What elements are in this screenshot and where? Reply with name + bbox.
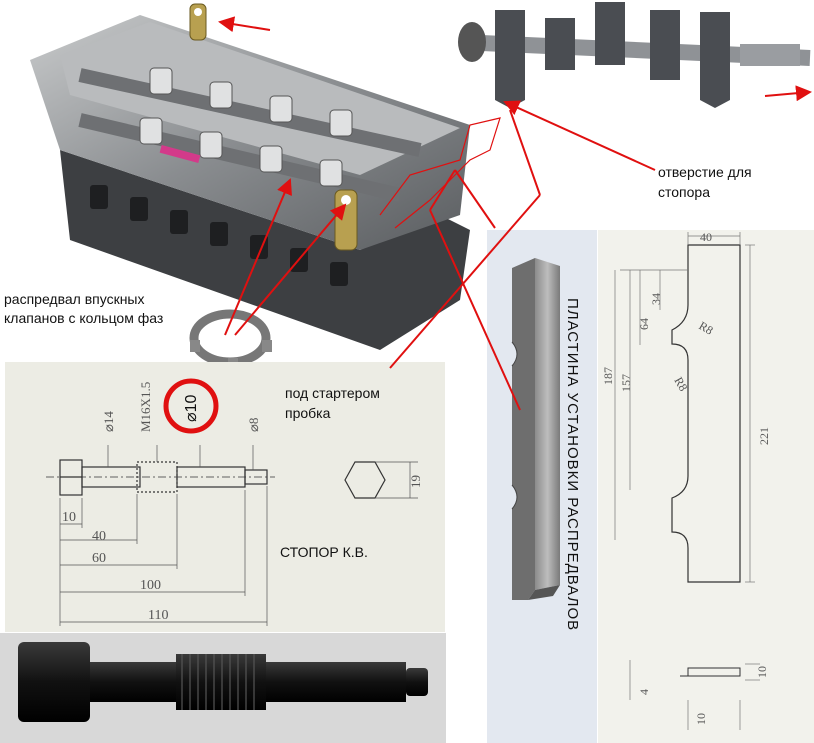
stopper-photo [0,633,446,743]
plate-3d-panel: ПЛАСТИНА УСТАНОВКИ РАСПРЕДВАЛОВ [487,230,597,743]
label-crank-stopper: СТОПОР К.В. [280,544,368,560]
dim-t4: 4 [637,689,651,695]
cylinder-head-image [30,3,470,372]
dim-r8b: R8 [671,375,690,394]
plate-title: ПЛАСТИНА УСТАНОВКИ РАСПРЕДВАЛОВ [564,298,581,631]
stopper-bolt-outline [46,459,275,496]
dim-t10b: 10 [694,713,708,725]
dim-h157: 157 [619,374,633,392]
plate-drawing-panel: 40 34 64 R8 157 R8 187 221 10 4 10 [598,230,814,743]
dim-t10a: 10 [755,666,769,678]
dim-l100: 100 [140,578,161,593]
stopper-drawing-panel: ⌀14 M16X1.5 ⌀10 ⌀8 19 10 40 60 100 110 [5,362,445,632]
label-under-starter: под стартером пробка [285,385,380,421]
annotation-arrows [218,16,812,411]
dim-h64: 64 [637,318,651,330]
dim-l10: 10 [62,510,76,525]
plate-outline [671,244,741,583]
dim-w40: 40 [700,230,712,244]
dim-h34: 34 [649,293,663,305]
highlight-circle [163,378,219,434]
dim-h221: 221 [757,427,771,445]
dim-l60: 60 [92,551,106,566]
dim-d10: ⌀10 [183,394,200,422]
dim-d8: ⌀8 [246,418,261,432]
dim-l110: 110 [148,608,168,623]
dim-r8a: R8 [697,318,716,337]
hex-outline [344,461,386,499]
dim-hex: 19 [408,475,423,488]
label-hole-for-stopper: отверстие для стопора [658,164,752,200]
dim-d14: ⌀14 [101,411,116,432]
dim-h187: 187 [601,367,615,385]
dim-l40: 40 [92,529,106,544]
dim-thread: M16X1.5 [138,382,153,432]
crankshaft-image [458,2,811,108]
label-camshaft-intake: распредвал впускных клапанов с кольцом ф… [4,291,164,326]
